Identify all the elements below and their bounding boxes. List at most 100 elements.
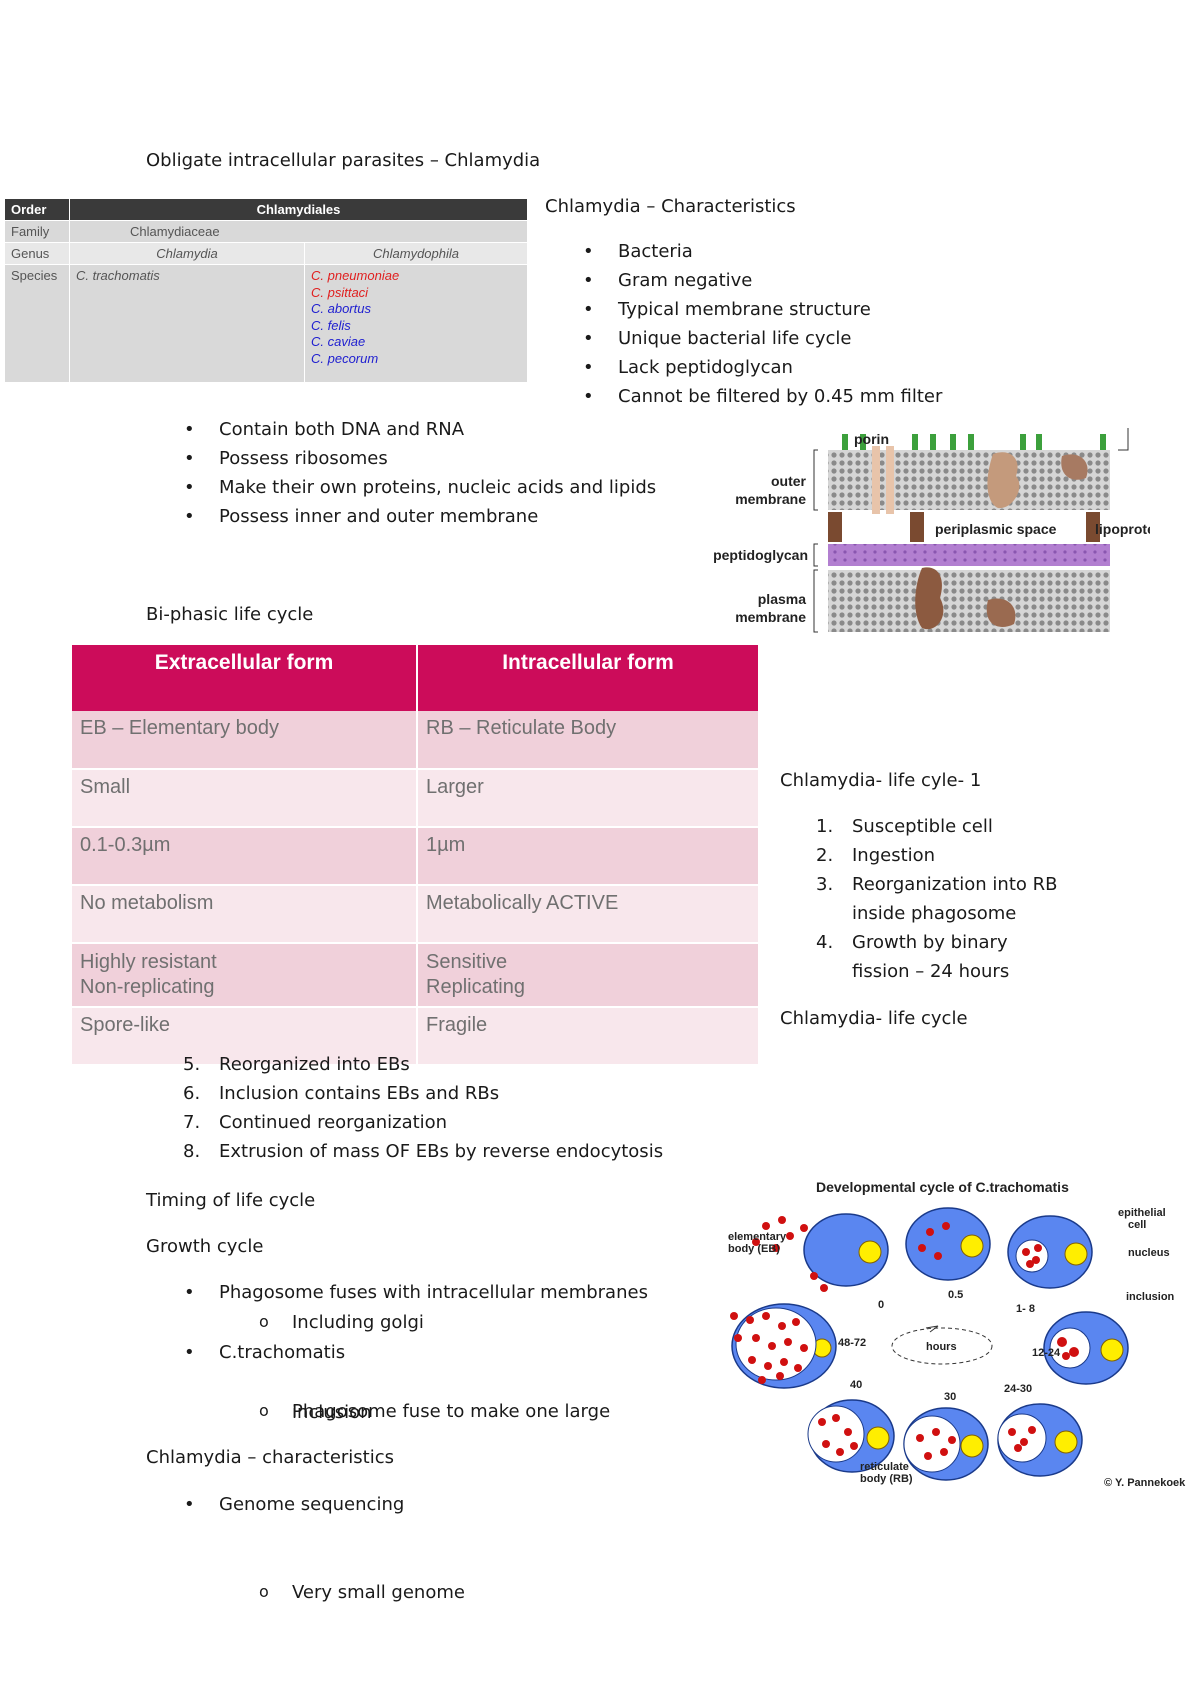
hours-label: hours xyxy=(926,1341,957,1353)
steps-list: 5.Reorganized into EBs 6.Inclusion conta… xyxy=(183,1050,664,1166)
characteristics-heading: Chlamydia – Characteristics xyxy=(545,196,796,217)
growth-list-2: C.trachomatis xyxy=(184,1338,345,1367)
characteristics-list: Bacteria Gram negative Typical membrane … xyxy=(583,237,942,411)
genus-label: Genus xyxy=(4,242,70,265)
list-item: Gram negative xyxy=(583,266,942,295)
cell-line: Replicating xyxy=(426,976,525,998)
list-item: Genome sequencing xyxy=(184,1490,404,1519)
table-cell: Sensitive Replicating xyxy=(417,943,760,1008)
list-item: Unique bacterial life cycle xyxy=(583,324,942,353)
genus-chlamydia: Chlamydia xyxy=(69,242,305,265)
table-cell: 1µm xyxy=(417,827,760,886)
list-item: Typical membrane structure xyxy=(583,295,942,324)
rb-label-2: body (RB) xyxy=(860,1473,913,1485)
biphasic-heading: Bi-phasic life cycle xyxy=(146,604,314,625)
page-title: Obligate intracellular parasites – Chlam… xyxy=(146,150,541,171)
order-value: Chlamydiales xyxy=(69,198,528,221)
header-extracellular: Extracellular form xyxy=(72,645,418,711)
species-item: C. pneumoniae xyxy=(311,268,400,283)
timing-heading: Timing of life cycle xyxy=(146,1190,316,1211)
sub-item: Including golgi xyxy=(259,1307,1200,1337)
sub-item: Phagosome fuse to make one large xyxy=(259,1396,1200,1426)
figure-title: Developmental cycle of C.trachomatis xyxy=(816,1179,1069,1195)
list-item: 3.Reorganization into RB xyxy=(816,874,1058,895)
plasma-label: plasma xyxy=(758,591,806,607)
nucleus-label: nucleus xyxy=(1128,1247,1170,1259)
table-cell: Metabolically ACTIVE xyxy=(417,885,760,944)
table-cell: Small xyxy=(72,769,418,828)
time-label: 12-24 xyxy=(1032,1347,1061,1359)
contains-list: Contain both DNA and RNA Possess ribosom… xyxy=(184,415,656,531)
species-item: C. caviae xyxy=(311,334,366,349)
outer-label: outer xyxy=(771,473,807,489)
peptidoglycan-label: peptidoglycan xyxy=(713,547,808,563)
list-item: 8.Extrusion of mass OF EBs by reverse en… xyxy=(183,1141,664,1162)
growth-list: Phagosome fuses with intracellular membr… xyxy=(184,1278,648,1307)
developmental-cycle-diagram: Developmental cycle of C.trachomatis xyxy=(728,1179,1186,1489)
periplasmic-label: periplasmic space xyxy=(935,521,1057,537)
family-label: Family xyxy=(4,220,70,243)
time-label: 1- 8 xyxy=(1016,1303,1035,1315)
characteristics2-heading: Chlamydia – characteristics xyxy=(146,1447,395,1468)
species-item: C. abortus xyxy=(311,301,371,316)
list-item: fission – 24 hours xyxy=(852,961,1010,982)
growth-heading: Growth cycle xyxy=(146,1236,264,1257)
species-item: C. felis xyxy=(311,317,351,333)
lifecycle-table: Extracellular form Intracellular form EB… xyxy=(72,645,760,1066)
species-item: C. psittaci xyxy=(311,284,369,300)
list-item: Possess inner and outer membrane xyxy=(184,502,656,531)
cell-line: Sensitive xyxy=(426,951,508,973)
table-cell: EB – Elementary body xyxy=(72,711,418,770)
list-item: C.trachomatis xyxy=(184,1338,345,1367)
time-label: 40 xyxy=(850,1379,862,1391)
cell-line: Highly resistant xyxy=(80,951,217,973)
lifecycle1-heading: Chlamydia- life cyle- 1 xyxy=(780,770,982,791)
list-item: Possess ribosomes xyxy=(184,444,656,473)
lipoprotein-label: lipoprotein xyxy=(1095,521,1150,537)
eb-label-1: elementary xyxy=(728,1231,787,1243)
list-item: inside phagosome xyxy=(852,903,1017,924)
membrane-diagram: porin outer membrane periplasmic space l… xyxy=(713,428,1150,633)
time-label: 24-30 xyxy=(1004,1383,1032,1395)
order-label: Order xyxy=(4,198,70,221)
species-trachomatis: C. trachomatis xyxy=(69,264,305,383)
list-item: 2.Ingestion xyxy=(816,845,936,866)
time-label: 0.5 xyxy=(948,1289,963,1301)
rb-label-1: reticulate xyxy=(860,1461,909,1473)
lifecycle1-list: 1.Susceptible cell 2.Ingestion 3.Reorgan… xyxy=(816,812,1058,986)
cell-line: Non-replicating xyxy=(80,976,215,998)
lifecycle-heading: Chlamydia- life cycle xyxy=(780,1008,968,1029)
porin-label: porin xyxy=(854,431,889,447)
list-item: Contain both DNA and RNA xyxy=(184,415,656,444)
table-cell: Spore-like xyxy=(72,1007,418,1066)
table-cell: No metabolism xyxy=(72,885,418,944)
list-item: 7.Continued reorganization xyxy=(183,1112,448,1133)
list-item: Lack peptidoglycan xyxy=(583,353,942,382)
list-item: 1.Susceptible cell xyxy=(816,816,993,837)
species-item: C. pecorum xyxy=(311,350,379,366)
genome-list: Genome sequencing xyxy=(184,1490,404,1519)
table-cell: Larger xyxy=(417,769,760,828)
list-item: 6.Inclusion contains EBs and RBs xyxy=(183,1083,500,1104)
table-cell: 0.1-0.3µm xyxy=(72,827,418,886)
inclusion-label: inclusion xyxy=(1126,1291,1175,1303)
epithelial-label: epithelial xyxy=(1118,1207,1166,1219)
species-list: C. pneumoniae C. psittaci C. abortus C. … xyxy=(304,264,528,383)
list-item: 5.Reorganized into EBs xyxy=(183,1054,410,1075)
family-value: Chlamydiaceae xyxy=(69,220,528,243)
cell-label: cell xyxy=(1128,1219,1146,1231)
eb-label-2: body (EB) xyxy=(728,1243,780,1255)
membrane-label: membrane xyxy=(735,491,806,507)
table-cell: Fragile xyxy=(417,1007,760,1066)
sub-item-continued: inclusion xyxy=(292,1402,372,1423)
time-label: 0 xyxy=(878,1299,884,1311)
table-cell: RB – Reticulate Body xyxy=(417,711,760,770)
header-intracellular: Intracellular form xyxy=(417,645,760,711)
species-label: Species xyxy=(4,264,70,383)
time-label: 30 xyxy=(944,1391,956,1403)
sub-item: Very small genome xyxy=(259,1577,1200,1607)
list-item: 4.Growth by binary xyxy=(816,932,1008,953)
table-cell: Highly resistant Non-replicating xyxy=(72,943,418,1008)
list-item: Make their own proteins, nucleic acids a… xyxy=(184,473,656,502)
time-label: 48-72 xyxy=(838,1337,866,1349)
